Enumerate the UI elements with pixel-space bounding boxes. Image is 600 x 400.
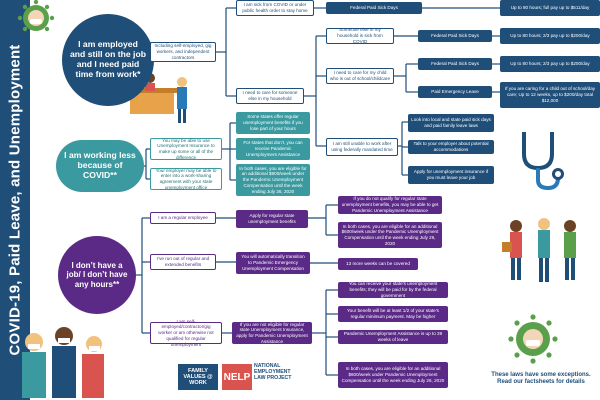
box-both-cases-pua: In both cases, you are eligible for an a… — [338, 362, 448, 388]
box-includes-self-employed-text: Including self-employed, gig workers, an… — [154, 43, 212, 60]
box-still-unable-text: I am still unable to work after using fe… — [331, 141, 393, 152]
box-care-other-text: I need to care for someone else in my ho… — [242, 90, 298, 101]
box-apply-ui-text: Apply for unemployment insurance if you … — [413, 169, 489, 180]
footnote-text: These laws have some exceptions. Read ou… — [491, 372, 591, 386]
box-for-states-text: For states that don’t, you can receive P… — [243, 140, 303, 157]
box-fed-sick-days-2-text: Federal Paid Sick Days — [431, 33, 479, 39]
box-work-sharing-text: Your employer may be able to enter into … — [155, 167, 217, 190]
box-fed-detail-3: Up to 80 hours; 2/3 pay up to $200/day — [500, 56, 600, 72]
box-self-employed: I am self-employed/contractor/gig worker… — [150, 319, 222, 347]
box-local-state-laws-text: Look into local and state paid sick days… — [411, 117, 491, 128]
box-both-cases-regular-text: In both cases, you are eligible for an a… — [341, 223, 439, 246]
box-apply-regular-ui: Apply for regular state unemployment ben… — [236, 210, 308, 228]
box-sick-covid-text: I am sick from COVID or under public hea… — [242, 2, 308, 13]
box-care-other: I need to care for someone else in my ho… — [236, 88, 304, 104]
box-regular-employee: I am a regular employee — [150, 212, 216, 224]
box-household-sick-text: Someone else in my household is sick fro… — [337, 27, 383, 44]
box-child-care: I need to care for my child who is out o… — [326, 68, 394, 84]
box-not-eligible-pua: If you are not eligible for regular stat… — [232, 322, 312, 344]
box-local-state-laws: Look into local and state paid sick days… — [408, 114, 494, 132]
box-at-least-half: Your benefit will be at least 1/2 of you… — [338, 306, 448, 322]
box-fed-detail-3-text: Up to 80 hours; 2/3 pay up to $200/day — [510, 61, 590, 67]
box-sick-covid: I am sick from COVID or under public hea… — [236, 0, 314, 16]
bubble-employed-text: I am employed and still on the job and I… — [70, 39, 146, 79]
box-auto-transition: You will automatically transition to Pan… — [236, 252, 310, 274]
virus-icon-bottom-right — [508, 314, 558, 364]
box-fed-sick-days-1: Federal Paid Sick Days — [326, 2, 422, 14]
box-fed-detail-1-text: Up to 80 hours; full pay up to $511/day — [510, 5, 590, 11]
box-pua-39-weeks: Pandemic Unemployment Assistance is up t… — [338, 330, 448, 344]
box-includes-self-employed: Including self-employed, gig workers, an… — [150, 42, 216, 62]
box-fed-sick-days-3: Federal Paid Sick Days — [418, 58, 492, 70]
shoppers-illustration — [502, 218, 576, 282]
nelp-logo-text: NELP — [223, 371, 251, 383]
box-state-benefits-federal: You can receive your state’s unemploymen… — [338, 281, 448, 298]
box-both-cases-pua-text: In both cases, you are eligible for an a… — [341, 366, 445, 383]
box-fed-sick-days-2: Federal Paid Sick Days — [418, 30, 492, 42]
box-fed-sick-days-3-text: Federal Paid Sick Days — [431, 61, 479, 67]
box-13-weeks: 13 more weeks can be covered — [338, 258, 418, 270]
box-state-benefits-federal-text: You can receive your state’s unemploymen… — [348, 281, 438, 298]
box-both-cases-working-less: In both cases, you are eligible for an a… — [236, 164, 310, 196]
office-workers-illustration — [126, 73, 187, 123]
box-paid-emergency-leave-text: Paid Emergency Leave — [431, 89, 479, 95]
box-emergency-detail-text: If you are caring for a child out of sch… — [504, 86, 596, 103]
box-self-employed-text: I am self-employed/contractor/gig worker… — [158, 318, 214, 347]
bubble-employed: I am employed and still on the job and I… — [62, 14, 154, 106]
box-emergency-detail: If you are caring for a child out of sch… — [500, 82, 600, 108]
bubble-working-less: I am working less because of COVID** — [56, 140, 144, 192]
box-regular-employee-text: I am a regular employee — [158, 215, 208, 221]
box-fed-sick-days-1-text: Federal Paid Sick Days — [350, 5, 398, 11]
box-apply-regular-ui-text: Apply for regular state unemployment ben… — [248, 213, 296, 224]
box-both-cases-working-less-text: In both cases, you are eligible for an a… — [239, 165, 307, 194]
family-values-logo-text: FAMILY VALUES @ WORK — [183, 367, 213, 387]
box-work-sharing: Your employer may be able to enter into … — [150, 168, 222, 190]
box-fed-detail-2: Up to 80 hours; 2/3 pay up to $200/day — [500, 28, 600, 44]
nelp-full-name-text: NATIONAL EMPLOYMENT LAW PROJECT — [254, 363, 292, 381]
nelp-logo: NELP — [222, 364, 252, 390]
box-run-out-benefits: I’ve run out of regular and extended ben… — [150, 254, 216, 270]
box-apply-ui: Apply for unemployment insurance if you … — [408, 166, 494, 184]
vertical-title-bar: COVID-19, Paid Leave, and Unemployment — [0, 0, 30, 400]
box-at-least-half-text: Your benefit will be at least 1/2 of you… — [347, 308, 439, 319]
box-talk-employer: Talk to your employer about potential ac… — [408, 140, 494, 154]
box-talk-employer-text: Talk to your employer about potential ac… — [413, 141, 489, 152]
people-with-masks-illustration — [22, 327, 104, 398]
box-auto-transition-text: You will automatically transition to Pan… — [241, 254, 305, 271]
footnote: These laws have some exceptions. Read ou… — [486, 372, 596, 386]
bubble-working-less-text: I am working less because of COVID** — [64, 150, 136, 180]
bubble-no-job: I don’t have a job/ I don’t have any hou… — [58, 236, 136, 314]
box-reduce-hours-ui: You may be able to use Unemployment Insu… — [150, 138, 222, 160]
box-household-sick: Someone else in my household is sick fro… — [326, 27, 394, 44]
box-fed-detail-2-text: Up to 80 hours; 2/3 pay up to $200/day — [510, 33, 590, 39]
box-not-qualify-pua: If you do not qualify for regular state … — [338, 196, 442, 214]
box-paid-emergency-leave: Paid Emergency Leave — [418, 86, 492, 98]
box-13-weeks-text: 13 more weeks can be covered — [346, 261, 410, 267]
box-for-states: For states that don’t, you can receive P… — [236, 138, 310, 160]
box-pua-39-weeks-text: Pandemic Unemployment Assistance is up t… — [343, 331, 443, 342]
box-child-care-text: I need to care for my child who is out o… — [330, 70, 391, 81]
virus-icon-top — [17, 0, 55, 32]
box-not-eligible-pua-text: If you are not eligible for regular stat… — [236, 321, 308, 344]
box-some-states: Some states offer regular unemployment b… — [236, 112, 310, 134]
nelp-full-name: NATIONAL EMPLOYMENT LAW PROJECT — [254, 363, 294, 392]
box-some-states-text: Some states offer regular unemployment b… — [243, 114, 303, 131]
box-not-qualify-pua-text: If you do not qualify for regular state … — [341, 196, 439, 213]
stethoscope-icon — [522, 132, 564, 191]
box-reduce-hours-ui-text: You may be able to use Unemployment Insu… — [157, 137, 215, 160]
box-still-unable: I am still unable to work after using fe… — [326, 138, 398, 156]
box-fed-detail-1: Up to 80 hours; full pay up to $511/day — [500, 0, 600, 16]
box-run-out-benefits-text: I’ve run out of regular and extended ben… — [156, 256, 210, 267]
bubble-no-job-text: I don’t have a job/ I don’t have any hou… — [66, 261, 128, 289]
box-both-cases-regular: In both cases, you are eligible for an a… — [338, 222, 442, 248]
page-title: COVID-19, Paid Leave, and Unemployment — [6, 44, 24, 356]
family-values-logo: FAMILY VALUES @ WORK — [178, 364, 218, 390]
